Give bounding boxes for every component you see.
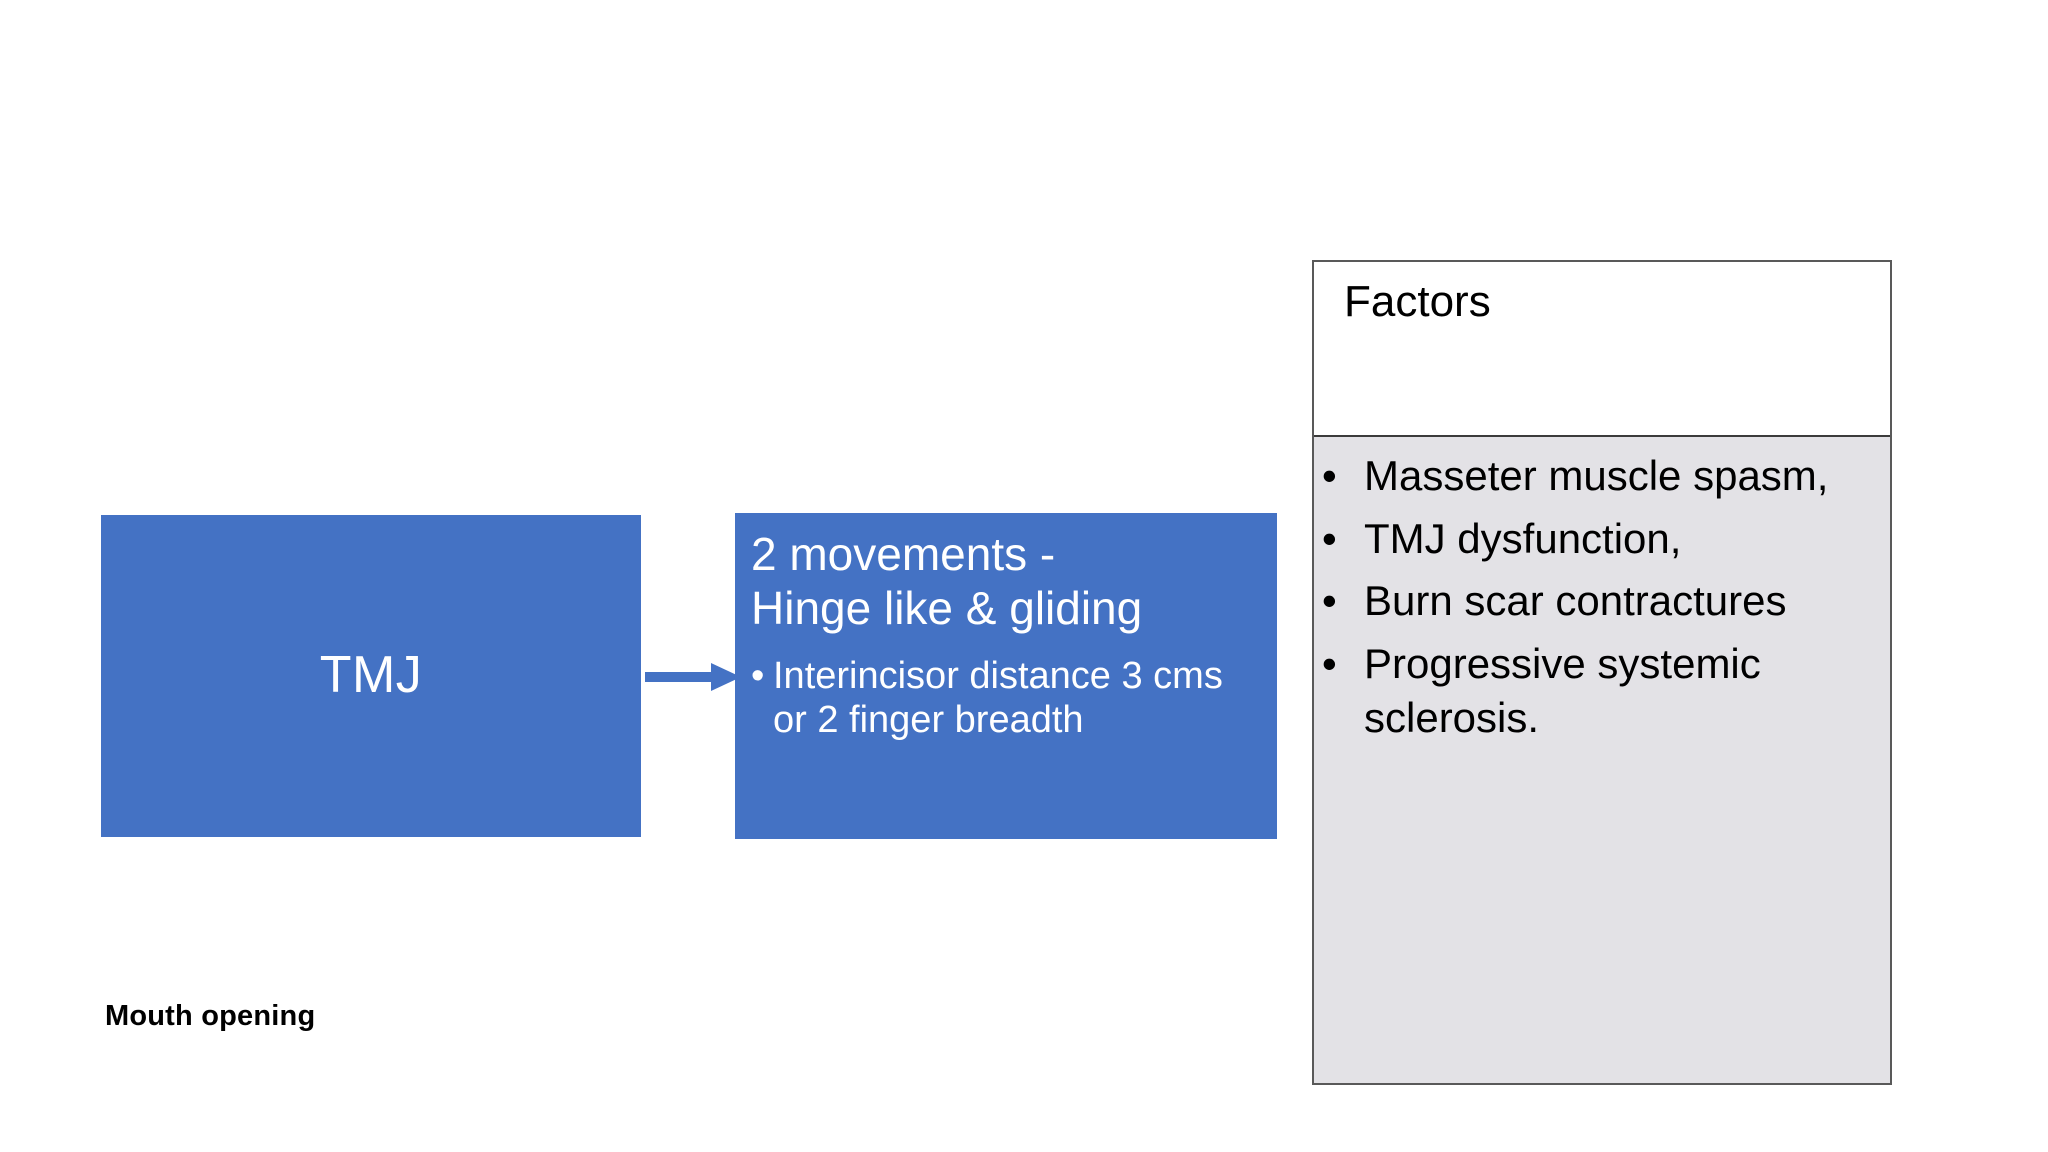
list-item: • Progressive systemic sclerosis. (1322, 637, 1878, 746)
factor-item-text: Burn scar contractures (1364, 577, 1787, 625)
connector-arrow[interactable] (645, 655, 741, 699)
factors-panel-title: Factors (1344, 277, 1491, 326)
list-item: • TMJ dysfunction, (1322, 512, 1878, 567)
factor-item-text: Progressive systemic sclerosis. (1364, 639, 1761, 742)
list-item: • Burn scar contractures (1322, 574, 1878, 629)
factors-panel[interactable]: Factors • Masseter muscle spasm, • TMJ d… (1312, 260, 1892, 1085)
movements-bullet-list: •Interincisor distance 3 cms or 2 finger… (751, 654, 1261, 744)
factors-panel-header: Factors (1314, 262, 1890, 437)
arrow-right-icon (645, 663, 741, 691)
tmj-box[interactable]: TMJ (101, 515, 641, 837)
factor-item-text: Masseter muscle spasm, (1364, 452, 1829, 499)
bullet-marker-icon: • (1322, 514, 1337, 562)
factor-item-text: TMJ dysfunction, (1364, 514, 1682, 562)
factors-list: • Masseter muscle spasm, • TMJ dysfuncti… (1322, 449, 1878, 746)
bullet-marker-icon: • (1322, 452, 1337, 499)
tmj-box-label: TMJ (319, 646, 423, 705)
mouth-opening-caption: Mouth opening (105, 1000, 316, 1032)
list-item: • Masseter muscle spasm, (1322, 449, 1878, 504)
movements-title: 2 movements - Hinge like & gliding (751, 528, 1143, 635)
factors-panel-body: • Masseter muscle spasm, • TMJ dysfuncti… (1314, 437, 1890, 1083)
list-item: •Interincisor distance 3 cms or 2 finger… (751, 654, 1261, 744)
bullet-marker-icon: • (1322, 639, 1337, 687)
movements-box[interactable]: 2 movements - Hinge like & gliding •Inte… (735, 513, 1277, 839)
bullet-marker-icon: • (1322, 577, 1337, 625)
movements-bullet-text: Interincisor distance 3 cms or 2 finger … (773, 654, 1223, 742)
bullet-marker-icon: • (751, 654, 765, 697)
